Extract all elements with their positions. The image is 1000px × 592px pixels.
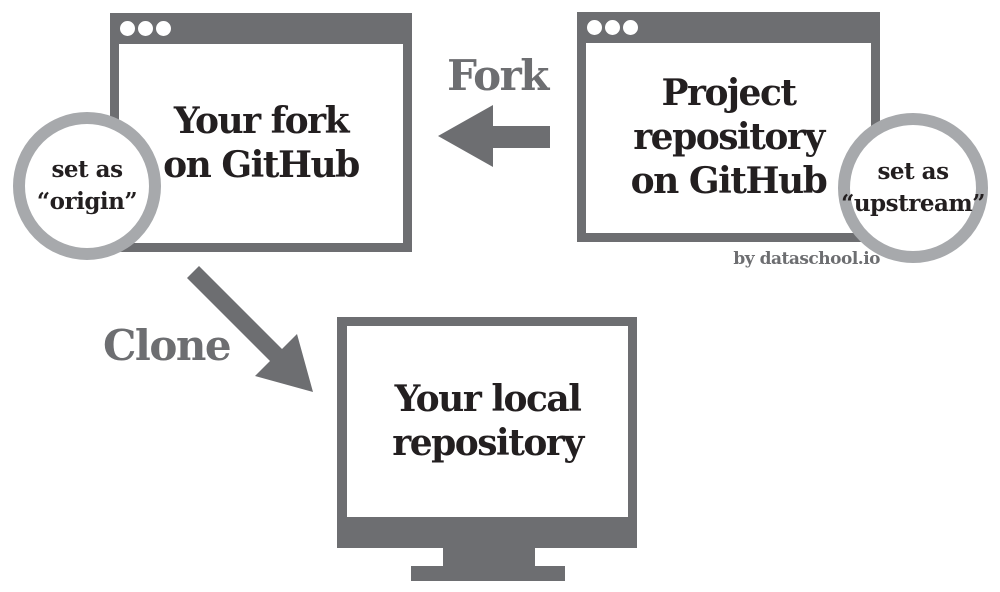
project-window-title-line1: Project (661, 72, 797, 115)
fork-window-title-line2: on GitHub (163, 143, 360, 186)
fork-label: Fork (447, 51, 549, 100)
origin-badge-line2: “origin” (36, 188, 138, 215)
window-body: Project repository on GitHub (586, 43, 871, 233)
window-titlebar (110, 13, 412, 44)
window-dot-icon (605, 20, 620, 35)
monitor-title: Your local repository (392, 377, 584, 466)
fork-arrow-icon (438, 105, 550, 167)
project-window: Project repository on GitHub (577, 12, 880, 242)
monitor-stand-neck (443, 548, 535, 567)
window-dot-icon (120, 21, 135, 36)
clone-label: Clone (103, 321, 232, 370)
project-window-title-line2: repository (633, 116, 825, 159)
upstream-badge-line1: set as (877, 157, 949, 185)
window-body: Your fork on GitHub (119, 44, 403, 243)
fork-window-title: Your fork on GitHub (163, 99, 360, 188)
upstream-badge: set as “upstream” (838, 113, 988, 263)
origin-badge-text: set as “origin” (36, 154, 138, 218)
monitor-screen: Your local repository (347, 326, 628, 517)
window-dot-icon (156, 21, 171, 36)
window-dot-icon (587, 20, 602, 35)
monitor-stand-base (411, 566, 565, 581)
window-titlebar (577, 12, 880, 43)
origin-badge-line1: set as (51, 155, 123, 183)
origin-badge: set as “origin” (13, 112, 161, 260)
upstream-badge-text: set as “upstream” (841, 156, 985, 220)
upstream-badge-line2: “upstream” (841, 190, 985, 217)
project-window-title: Project repository on GitHub (630, 72, 828, 204)
window-dot-icon (138, 21, 153, 36)
window-dot-icon (623, 20, 638, 35)
monitor-title-line1: Your local (394, 377, 582, 420)
fork-window-title-line1: Your fork (173, 99, 350, 142)
monitor: Your local repository (337, 317, 637, 548)
fork-window: Your fork on GitHub (110, 13, 412, 252)
credit-text: by dataschool.io (733, 249, 880, 269)
project-window-title-line3: on GitHub (630, 159, 828, 202)
monitor-title-line2: repository (392, 421, 584, 464)
